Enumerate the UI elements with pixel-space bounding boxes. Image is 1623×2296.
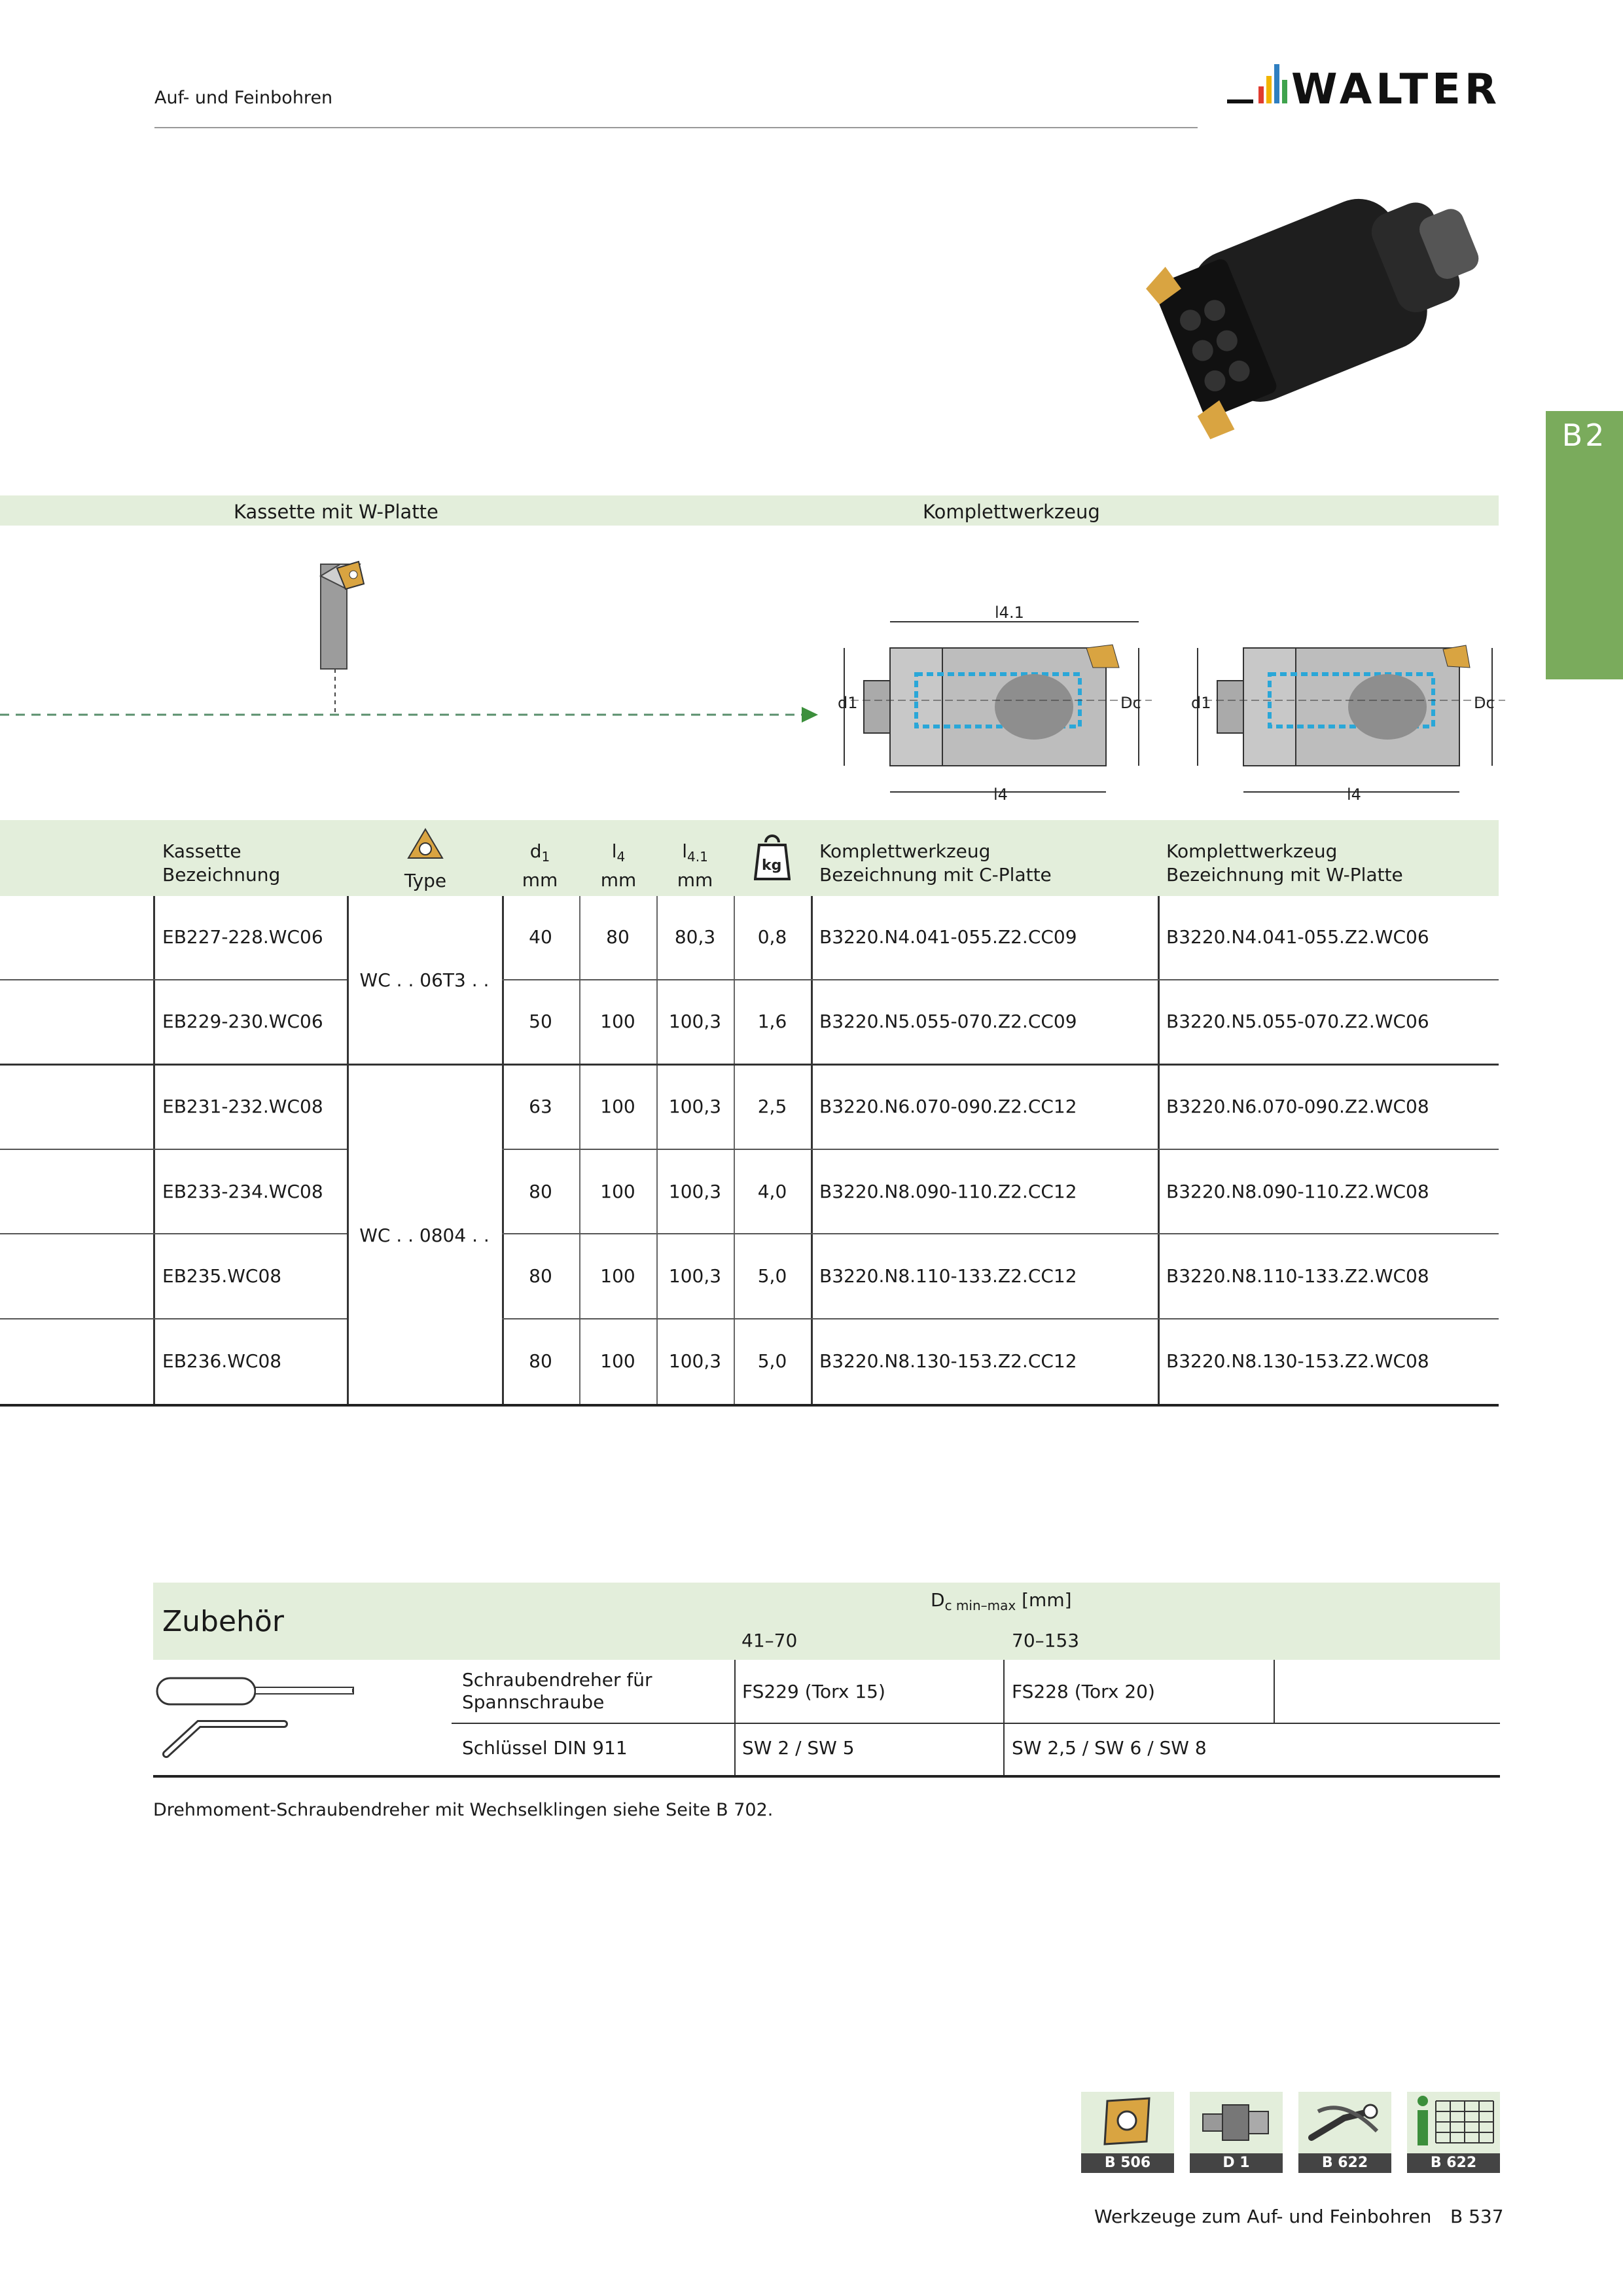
chapter-tab: B2 bbox=[1546, 411, 1623, 679]
item-key-val-1: SW 2 / SW 5 bbox=[742, 1737, 855, 1759]
wrench-icon bbox=[1308, 2104, 1379, 2141]
dim-l41-label: l4.1 bbox=[995, 603, 1024, 622]
range-1: 41–70 bbox=[741, 1630, 798, 1651]
ref-icon-b506[interactable]: B 506 bbox=[1081, 2092, 1174, 2173]
th-complete-w: Komplettwerkzeug Bezeichnung mit W-Platt… bbox=[1166, 840, 1403, 886]
dim-dc-label-2: Dc bbox=[1474, 694, 1495, 712]
drawing-w-plate: d1 Dc l4 bbox=[1191, 645, 1505, 804]
arrow-head-icon bbox=[802, 707, 818, 723]
walter-logo-icon: WALTER bbox=[1227, 64, 1501, 114]
th-l4: l4 mm bbox=[600, 840, 637, 891]
product-photo bbox=[1146, 198, 1479, 440]
th-type: Type bbox=[380, 827, 471, 893]
item-key-label: Schlüssel DIN 911 bbox=[462, 1737, 628, 1759]
drawing-c-plate: l4.1 d1 Dc l4 bbox=[838, 603, 1152, 804]
dim-l4-label: l4 bbox=[993, 785, 1008, 804]
range-2: 70–153 bbox=[1012, 1630, 1080, 1651]
dim-dc-label: Dc bbox=[1120, 694, 1141, 712]
data-table: WC . . 06T3 . . WC . . 0804 . . EB227-22… bbox=[0, 896, 1499, 1407]
logo-wordmark: WALTER bbox=[1291, 65, 1501, 114]
item-screwdriver-label: Schraubendreher für Spannschraube bbox=[462, 1669, 652, 1713]
adapter-icon bbox=[1202, 2104, 1269, 2141]
th-weight: kg bbox=[746, 831, 798, 889]
footer-title: Werkzeuge zum Auf- und Feinbohren bbox=[1094, 2206, 1432, 2227]
walter-logo: WALTER bbox=[1227, 60, 1502, 132]
insert-gold-top bbox=[1146, 266, 1181, 305]
header-rule bbox=[154, 127, 1198, 128]
dim-l4-label-2: l4 bbox=[1347, 785, 1361, 804]
band-label-cassette: Kassette mit W-Platte bbox=[234, 501, 438, 523]
th-l41: l4.1 mm bbox=[677, 840, 713, 891]
type-group-06t3: WC . . 06T3 . . bbox=[359, 969, 490, 991]
page-number: B 537 bbox=[1450, 2206, 1504, 2227]
type-group-0804: WC . . 0804 . . bbox=[359, 1225, 490, 1246]
range-header: Dc min–max [mm] bbox=[931, 1589, 1072, 1613]
th-kassette: Kassette Bezeichnung bbox=[162, 840, 281, 886]
ref-icon-b622-wrench[interactable]: B 622 bbox=[1298, 2092, 1391, 2173]
th-d1: d1 mm bbox=[522, 840, 558, 891]
th-complete-c: Komplettwerkzeug Bezeichnung mit C-Platt… bbox=[819, 840, 1052, 886]
dim-d1-label-2: d1 bbox=[1191, 694, 1211, 712]
section-band: Kassette mit W-Platte Komplettwerkzeug bbox=[0, 495, 1499, 526]
complete-tool-drawings: l4.1 d1 Dc l4 d1 Dc l4 bbox=[838, 603, 1505, 804]
cassette-drawing bbox=[0, 560, 818, 723]
item-screwdriver-val-1: FS229 (Torx 15) bbox=[742, 1681, 885, 1702]
accessories-header bbox=[153, 1583, 1500, 1660]
weight-icon: kg bbox=[753, 834, 791, 880]
item-screwdriver-val-2: FS228 (Torx 20) bbox=[1012, 1681, 1155, 1702]
band-label-complete-tool: Komplettwerkzeug bbox=[923, 501, 1100, 523]
screwdriver-icon bbox=[156, 1677, 354, 1758]
insert-gold-bottom bbox=[1197, 400, 1235, 440]
ref-icon-d1[interactable]: D 1 bbox=[1190, 2092, 1283, 2173]
accessories-table: Schraubendreher für Spannschraube FS229 … bbox=[153, 1660, 1500, 1778]
insert-type-icon bbox=[407, 828, 444, 859]
accessories-note: Drehmoment-Schraubendreher mit Wechselkl… bbox=[153, 1800, 774, 1820]
insert-icon bbox=[1103, 2097, 1150, 2145]
accessories-title: Zubehör bbox=[162, 1605, 284, 1638]
item-key-val-2: SW 2,5 / SW 6 / SW 8 bbox=[1012, 1737, 1207, 1759]
dim-d1-label: d1 bbox=[838, 694, 858, 712]
ref-icon-b622-info[interactable]: B 622 bbox=[1407, 2092, 1500, 2173]
running-header: Auf- und Feinbohren bbox=[154, 88, 333, 108]
svg-text:kg: kg bbox=[762, 857, 781, 874]
info-table-icon bbox=[1418, 2096, 1494, 2145]
table-header: Kassette Bezeichnung Type d1 mm l4 mm l4… bbox=[0, 820, 1499, 896]
